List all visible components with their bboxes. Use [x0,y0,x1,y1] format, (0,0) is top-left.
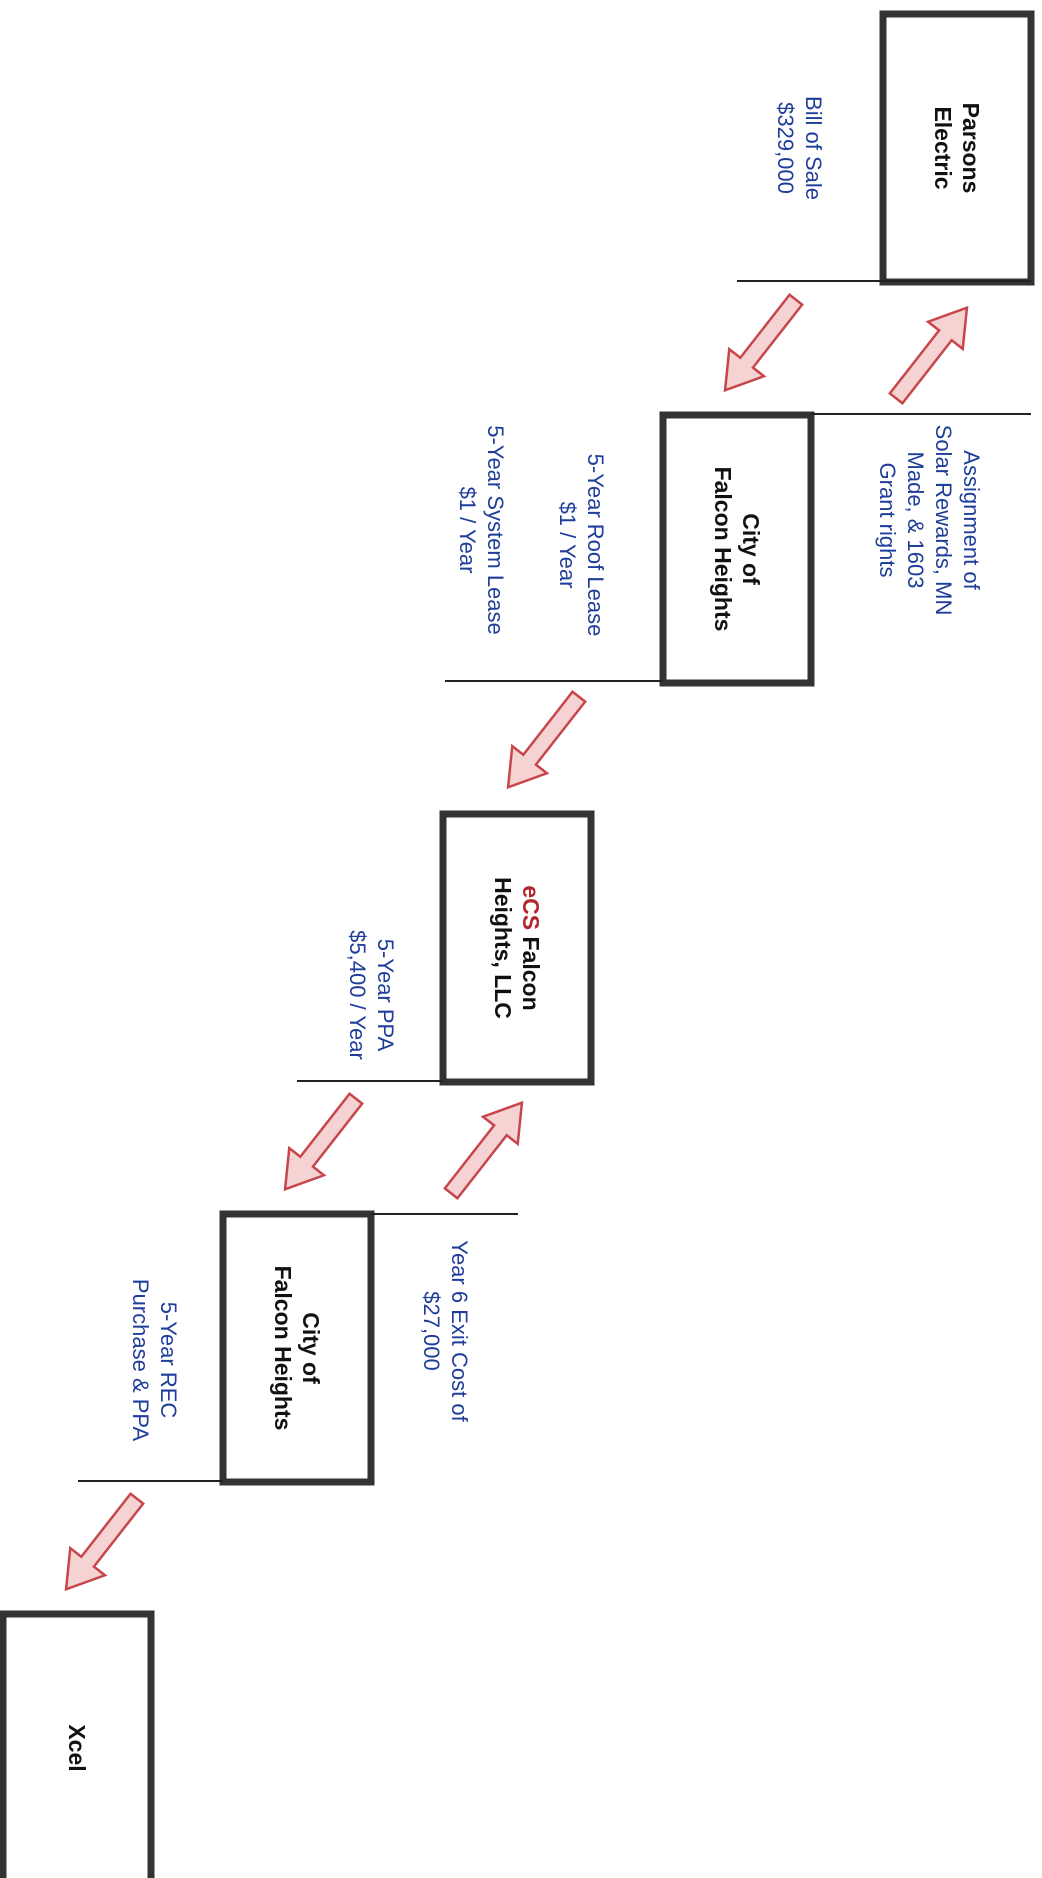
parsons-electric-box: Parsons Electric [879,10,1035,286]
ecs-label-line1: eCS Falcon [518,885,544,1010]
assignment-line3: Made, & 1603 [903,452,928,589]
city2-label-line2: Falcon Heights [270,1266,296,1431]
rec-purchase-note: 5-Year REC Purchase & PPA [128,1279,181,1442]
bill-of-sale-note: Bill of Sale $329,000 [773,96,826,200]
city-falcon-heights-box-2: City of Falcon Heights [219,1210,375,1486]
exit-cost-line1: Year 6 Exit Cost of [447,1240,472,1422]
city2-label-line1: City of [298,1312,324,1384]
arrow-city-to-ecs [432,1087,541,1209]
parsons-label-line2: Electric [930,106,956,189]
bill-of-sale-line1: Bill of Sale [801,96,826,200]
ecs-falcon-heights-box: eCS Falcon Heights, LLC [439,810,595,1086]
exit-cost-line2: $27,000 [419,1291,444,1371]
ppa-line2: $5,400 / Year [345,930,370,1060]
ppa-note: 5-Year PPA $5,400 / Year [345,930,398,1060]
ecs-label-line1-rest: Falcon [518,930,544,1011]
assignment-line4: Grant rights [875,463,900,578]
city1-label-line2: Falcon Heights [710,467,736,632]
ecs-label-line2: Heights, LLC [490,877,516,1019]
arrow-parsons-to-city [706,284,815,406]
system-lease-line1: 5-Year System Lease [483,425,508,635]
arrow-city-to-parsons [877,292,986,414]
xcel-box: Xcel [0,1610,155,1878]
arrow-city-to-xcel [47,1483,156,1605]
assignment-line2: Solar Rewards, MN [931,425,956,616]
exit-cost-note: Year 6 Exit Cost of $27,000 [419,1240,472,1422]
ecs-brand-text: eCS [518,885,544,930]
xcel-label: Xcel [64,1724,90,1771]
city1-label-line1: City of [738,513,764,585]
system-lease-note: 5-Year System Lease $1 / Year [455,425,508,635]
parsons-label-line1: Parsons [958,103,984,194]
roof-lease-note: 5-Year Roof Lease $1 / Year [555,454,608,637]
rec-purchase-line1: 5-Year REC [156,1302,181,1419]
roof-lease-line2: $1 / Year [555,502,580,589]
arrow-city-to-ecs [489,681,598,803]
system-lease-line2: $1 / Year [455,487,480,574]
roof-lease-line1: 5-Year Roof Lease [583,454,608,637]
assignment-note: Assignment of Solar Rewards, MN Made, & … [875,425,984,616]
ppa-line1: 5-Year PPA [373,939,398,1052]
arrow-ecs-to-city [266,1083,375,1205]
assignment-line1: Assignment of [959,450,984,590]
rec-purchase-line2: Purchase & PPA [128,1279,153,1442]
bill-of-sale-line2: $329,000 [773,102,798,194]
city-falcon-heights-box-1: City of Falcon Heights [659,411,815,687]
